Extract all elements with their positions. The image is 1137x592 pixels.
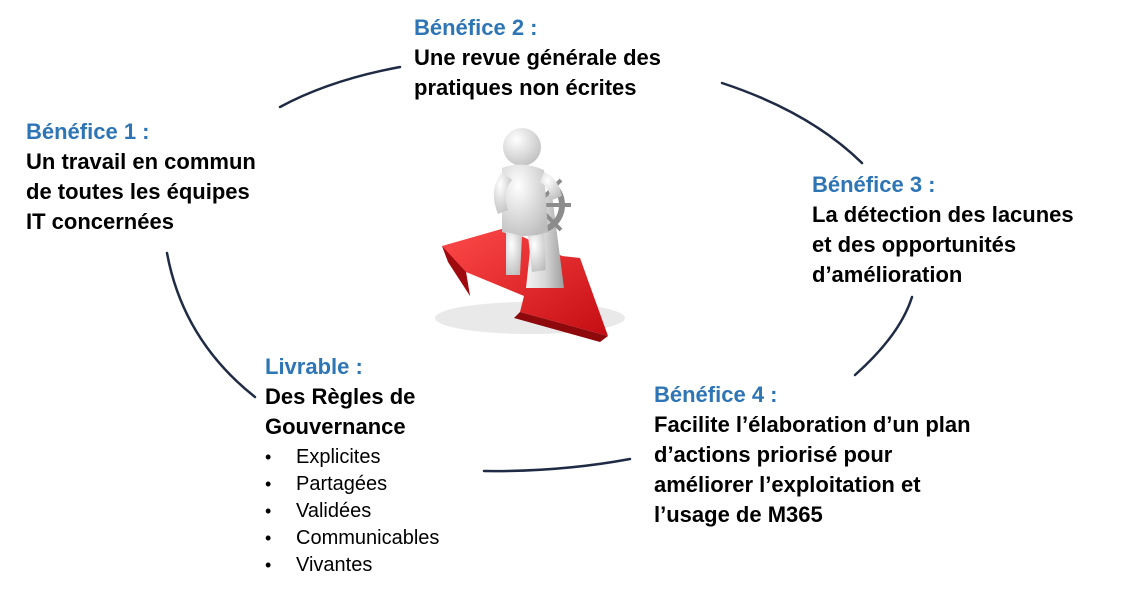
deliverable-bullet-list: Explicites Partagées Validées Communicab…	[265, 444, 439, 579]
benefit-4-block: Bénéfice 4 : Facilite l’élaboration d’un…	[654, 380, 971, 530]
cycle-arcs	[165, 65, 914, 473]
benefit-4-heading: Bénéfice 4 :	[654, 382, 778, 407]
deliverable-bullet: Explicites	[265, 444, 439, 471]
deliverable-bullet: Partagées	[265, 471, 439, 498]
benefit-2-heading: Bénéfice 2 :	[414, 15, 538, 40]
benefit-1-block: Bénéfice 1 : Un travail en commun de tou…	[26, 117, 256, 237]
deliverable-bullet: Vivantes	[265, 552, 439, 579]
benefit-1-line: IT concernées	[26, 209, 174, 234]
arc-benefit2-to-benefit3	[720, 81, 864, 165]
benefit-4-line: Facilite l’élaboration d’un plan	[654, 412, 971, 437]
deliverable-line: Des Règles de	[265, 384, 416, 409]
arc-benefit1-to-benefit2	[278, 65, 402, 109]
benefit-1-line: Un travail en commun	[26, 149, 256, 174]
figure-icon	[493, 128, 562, 275]
arc-benefit4-to-deliverable	[482, 457, 632, 473]
benefit-4-line: d’actions priorisé pour	[654, 442, 893, 467]
benefit-2-line: pratiques non écrites	[414, 75, 637, 100]
deliverable-block: Livrable : Des Règles de Gouvernance Exp…	[265, 352, 439, 579]
benefit-3-line: La détection des lacunes	[812, 202, 1074, 227]
benefit-2-block: Bénéfice 2 : Une revue générale des prat…	[414, 13, 661, 103]
benefit-4-line: l’usage de M365	[654, 502, 823, 527]
red-arrow-shape	[442, 228, 608, 336]
deliverable-bullet: Communicables	[265, 525, 439, 552]
deliverable-heading: Livrable :	[265, 354, 363, 379]
benefit-3-heading: Bénéfice 3 :	[812, 172, 936, 197]
helmsman-on-arrow-icon	[435, 128, 625, 342]
benefit-3-line: et des opportunités	[812, 232, 1017, 257]
benefit-1-line: de toutes les équipes	[26, 179, 250, 204]
deliverable-line: Gouvernance	[265, 414, 406, 439]
arc-benefit3-to-benefit4	[853, 295, 914, 377]
benefit-3-block: Bénéfice 3 : La détection des lacunes et…	[812, 170, 1074, 290]
benefit-3-line: d’amélioration	[812, 262, 963, 287]
arc-deliverable-to-benefit1	[165, 251, 257, 399]
benefit-1-heading: Bénéfice 1 :	[26, 119, 150, 144]
benefit-4-line: améliorer l’exploitation et	[654, 472, 921, 497]
benefit-2-line: Une revue générale des	[414, 45, 662, 70]
deliverable-bullet: Validées	[265, 498, 439, 525]
